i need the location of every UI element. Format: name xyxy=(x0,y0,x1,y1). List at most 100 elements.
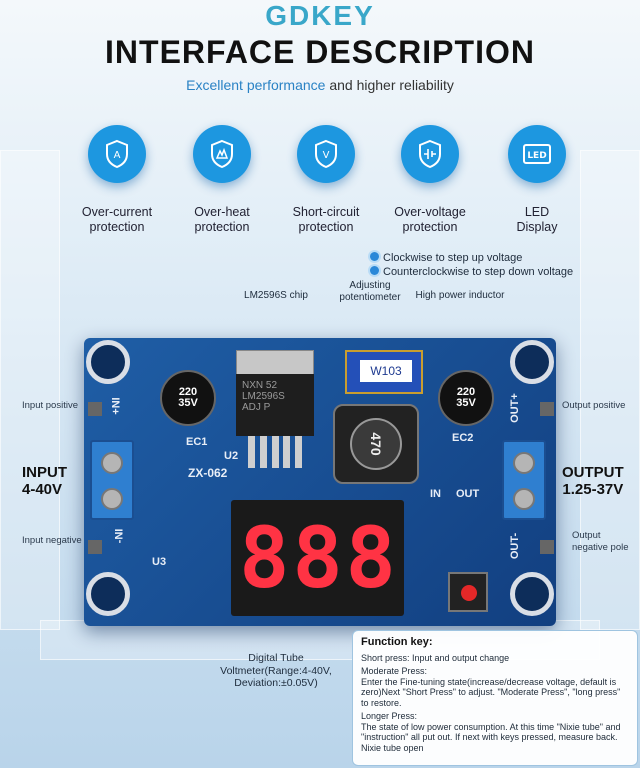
input-title: INPUT xyxy=(22,464,67,481)
silk-in: IN xyxy=(430,488,441,500)
longer-press-title: Longer Press: xyxy=(361,711,418,721)
page-title: INTERFACE DESCRIPTION xyxy=(105,34,535,70)
feature-label: LED xyxy=(524,205,550,219)
output-label: OUTPUT 1.25-37V xyxy=(562,464,624,498)
voltage-shield-icon: V xyxy=(297,125,355,183)
moderate-press-text: Enter the Fine-tuning state(increase/dec… xyxy=(361,676,621,708)
longer-press-text: The state of low power consumption. At t… xyxy=(361,721,621,753)
function-key-button[interactable] xyxy=(448,572,488,612)
svg-text:A: A xyxy=(114,150,121,161)
display-digit: 8 xyxy=(292,509,343,607)
chip-marking: NXN 52 xyxy=(242,380,278,391)
annotation-text: Deviation:±0.05V) xyxy=(234,677,318,689)
subtitle-highlight: Excellent performance xyxy=(186,77,326,93)
cap-value: 220 xyxy=(178,386,198,398)
led-display-icon: LED xyxy=(508,125,566,183)
label-input-negative: Input negative xyxy=(22,535,82,546)
pad-output-negative xyxy=(540,540,554,554)
annotation-voltmeter: Digital Tube Voltmeter(Range:4-40V, Devi… xyxy=(206,652,346,690)
bullet-icon xyxy=(370,266,379,275)
subtitle-rest: and higher reliability xyxy=(325,77,454,93)
cap-value: 220 xyxy=(456,386,476,398)
feature-label: protection xyxy=(402,220,458,234)
bullet-icon xyxy=(370,252,379,261)
output-range: 1.25-37V xyxy=(562,481,624,498)
chip-pins xyxy=(248,436,302,468)
svg-text:V: V xyxy=(323,150,330,161)
input-terminal[interactable] xyxy=(90,440,134,520)
heat-shield-icon xyxy=(193,125,251,183)
label-text: negative pole xyxy=(572,542,629,553)
potentiometer-label: W103 xyxy=(360,360,412,382)
silk-ec1: EC1 xyxy=(186,436,208,448)
function-key-panel: Function key: Short press: Input and out… xyxy=(352,630,638,766)
input-label: INPUT 4-40V xyxy=(22,464,67,498)
feature-label: Display xyxy=(516,220,558,234)
label-output-negative: Output negative pole xyxy=(572,530,629,554)
short-press-text: Short press: Input and output change xyxy=(361,652,510,663)
output-terminal[interactable] xyxy=(502,440,546,520)
power-inductor: 470 xyxy=(333,404,419,484)
legend-text: Counterclockwise to step down voltage xyxy=(383,266,574,278)
silk-out: OUT xyxy=(456,488,480,500)
silk-out-plus: OUT+ xyxy=(508,393,521,423)
function-key-title: Function key: xyxy=(361,636,433,648)
annotation-text: Adjusting xyxy=(349,280,391,291)
display-digit: 8 xyxy=(239,509,290,607)
silk-u2: U2 xyxy=(224,450,239,462)
pad-input-positive xyxy=(88,402,102,416)
screw-icon xyxy=(513,488,535,510)
annotation-text: Digital Tube xyxy=(248,652,304,664)
feature-label: Over-current xyxy=(81,205,153,219)
mount-hole xyxy=(86,340,130,384)
silk-u3: U3 xyxy=(152,556,167,568)
screw-icon xyxy=(101,488,123,510)
mount-hole xyxy=(510,572,554,616)
cap-voltage: 35V xyxy=(178,397,198,409)
label-output-positive: Output positive xyxy=(562,400,626,411)
feature-label: protection xyxy=(89,220,145,234)
inductor-label: 470 xyxy=(350,418,402,470)
chip-marking: LM2596S xyxy=(242,391,285,402)
voltage-protection-icon xyxy=(401,125,459,183)
pad-input-negative xyxy=(88,540,102,554)
silk-in-minus: -NI xyxy=(113,528,126,544)
annotation-text: potentiometer xyxy=(339,292,401,303)
current-shield-icon: A xyxy=(88,125,146,183)
glass-panel-left xyxy=(0,150,60,630)
lm2596s-chip: NXN 52 LM2596S ADJ P xyxy=(236,374,314,436)
brand-logo: GDKEY xyxy=(265,0,375,31)
svg-text:LED: LED xyxy=(527,151,546,161)
feature-label: Over-heat xyxy=(194,205,250,219)
cap-voltage: 35V xyxy=(456,397,476,409)
annotation-text: Voltmeter(Range:4-40V, xyxy=(220,664,332,677)
page-subtitle: Excellent performance and higher reliabi… xyxy=(0,77,640,93)
silk-model: ZX-062 xyxy=(188,466,228,480)
glass-panel-right xyxy=(580,150,640,630)
annotation-inductor: High power inductor xyxy=(415,290,505,301)
feature-label: protection xyxy=(194,220,250,234)
digital-tube-display: 8 8 8 xyxy=(231,500,404,616)
pad-output-positive xyxy=(540,402,554,416)
feature-label: protection xyxy=(298,220,354,234)
display-digit: 8 xyxy=(345,509,396,607)
feature-label: Short-circuit xyxy=(292,205,360,219)
legend-text: Clockwise to step up voltage xyxy=(383,252,523,264)
label-input-positive: Input positive xyxy=(22,400,78,411)
annotation-chip: LM2596S chip xyxy=(244,290,308,301)
screw-icon xyxy=(101,452,123,474)
screw-icon xyxy=(513,452,535,474)
feature-label: Over-voltage xyxy=(394,205,466,219)
silk-in-plus: +NI xyxy=(110,397,123,415)
silk-out-minus: OUT- xyxy=(509,532,522,560)
mount-hole xyxy=(86,572,130,616)
button-cap xyxy=(461,585,477,601)
input-range: 4-40V xyxy=(22,481,63,498)
mount-hole xyxy=(510,340,554,384)
moderate-press-title: Moderate Press: xyxy=(361,666,428,676)
